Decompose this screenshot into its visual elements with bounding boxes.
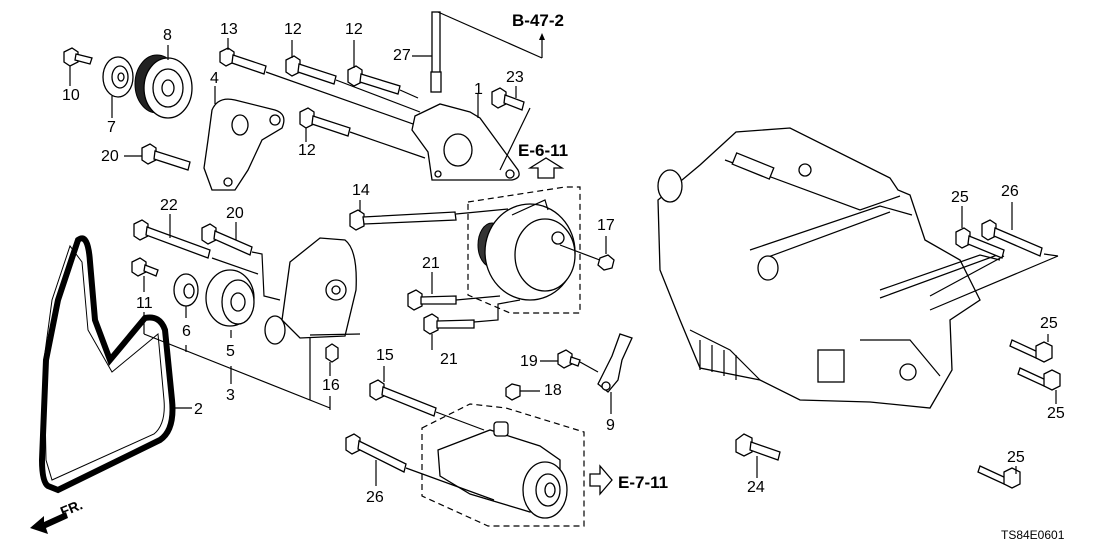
callout-25-c[interactable]: 25 [1047, 405, 1065, 422]
part-19-bolt[interactable] [540, 349, 599, 373]
front-direction-arrow-icon [30, 512, 68, 534]
part-12-bolt-a[interactable] [285, 40, 421, 113]
part-16-nut[interactable] [325, 343, 339, 376]
part-12-bolt-b[interactable] [347, 40, 419, 99]
callout-8[interactable]: 8 [163, 27, 172, 44]
part-25-bolt-a[interactable] [929, 206, 1005, 297]
part-18-nut[interactable] [505, 383, 540, 401]
part-27-stud[interactable] [412, 11, 545, 93]
diagram-code: TS84E0601 [1001, 528, 1065, 542]
callout-12-b[interactable]: 12 [345, 21, 363, 38]
callout-12-c[interactable]: 12 [298, 142, 316, 159]
callout-26-b[interactable]: 26 [366, 489, 384, 506]
engine-transmission-assembly [657, 127, 1001, 409]
callout-3[interactable]: 3 [226, 387, 235, 404]
callout-21-a[interactable]: 21 [422, 255, 440, 272]
callout-17[interactable]: 17 [597, 217, 615, 234]
ref-link-e-6-11[interactable]: E-6-11 [518, 141, 569, 160]
callout-27[interactable]: 27 [393, 47, 411, 64]
alternator[interactable] [477, 199, 606, 301]
part-6-cap[interactable] [173, 273, 199, 318]
ref-link-b-47-2[interactable]: B-47-2 [512, 11, 564, 30]
callout-5[interactable]: 5 [226, 343, 235, 360]
callout-14[interactable]: 14 [352, 182, 370, 199]
alternator-assembly-outline [467, 186, 581, 314]
part-13-bolt[interactable] [219, 38, 431, 131]
part-25-bolt-c[interactable] [1017, 367, 1061, 404]
part-3-auto-tensioner[interactable] [264, 237, 361, 345]
callout-10[interactable]: 10 [62, 87, 80, 104]
part-26-bolt-right[interactable] [929, 202, 1059, 311]
part-20-bolt-lower[interactable] [201, 222, 281, 301]
callout-6[interactable]: 6 [182, 323, 191, 340]
part-22-bolt[interactable] [133, 214, 259, 275]
callout-25-b[interactable]: 25 [1040, 315, 1058, 332]
part-9-harness-bracket[interactable] [597, 333, 633, 414]
callout-2[interactable]: 2 [194, 401, 203, 418]
callout-23[interactable]: 23 [506, 69, 524, 86]
starter-assembly-outline [421, 403, 585, 527]
callout-1[interactable]: 1 [474, 81, 483, 98]
part-21-bolt-a[interactable] [407, 272, 501, 311]
callout-12-a[interactable]: 12 [284, 21, 302, 38]
part-20-bolt[interactable] [124, 143, 191, 171]
callout-11[interactable]: 11 [136, 295, 153, 312]
callout-26-a[interactable]: 26 [1001, 183, 1019, 200]
part-17-nut[interactable] [597, 236, 615, 271]
part-8-idler-pulley[interactable] [134, 45, 193, 119]
callout-21-b[interactable]: 21 [440, 351, 458, 368]
arrow-up-e-6-11-icon[interactable] [527, 157, 565, 179]
part-15-bolt[interactable] [369, 366, 485, 431]
callout-20-a[interactable]: 20 [101, 148, 119, 165]
arrow-right-e-7-11-icon[interactable] [589, 464, 613, 496]
part-4-idler-bracket[interactable] [203, 86, 285, 191]
part-25-bolt-b[interactable] [1009, 334, 1053, 363]
ref-link-e-7-11[interactable]: E-7-11 [618, 473, 669, 492]
part-10-bolt[interactable] [63, 47, 93, 86]
callout-4[interactable]: 4 [210, 70, 219, 87]
part-25-bolt-d[interactable] [977, 465, 1021, 489]
part-1-alternator-bracket[interactable] [411, 94, 520, 181]
callout-19[interactable]: 19 [520, 353, 538, 370]
part-21-bolt-b[interactable] [423, 299, 521, 350]
part-2-v-belt[interactable] [38, 235, 192, 494]
callout-13[interactable]: 13 [220, 21, 238, 38]
callout-7[interactable]: 7 [107, 119, 116, 136]
part-5-tensioner-pulley[interactable] [205, 269, 255, 338]
callout-9[interactable]: 9 [606, 417, 615, 434]
part-23-bolt[interactable] [491, 86, 531, 171]
callout-25-d[interactable]: 25 [1007, 449, 1025, 466]
callout-20-b[interactable]: 20 [226, 205, 244, 222]
callout-25-a[interactable]: 25 [951, 189, 969, 206]
callout-24[interactable]: 24 [747, 479, 765, 496]
part-24-bolt[interactable] [735, 433, 781, 478]
part-14-bolt[interactable] [349, 200, 509, 231]
starter-motor[interactable] [437, 421, 568, 519]
callout-22[interactable]: 22 [160, 197, 178, 214]
callout-18[interactable]: 18 [544, 382, 562, 399]
part-26-bolt-lower[interactable] [345, 433, 495, 501]
callout-16[interactable]: 16 [322, 377, 340, 394]
callout-15[interactable]: 15 [376, 347, 394, 364]
part-12-bolt-c[interactable] [299, 107, 426, 159]
part-7-washer[interactable] [102, 56, 134, 118]
part-11-bolt[interactable] [131, 257, 159, 292]
